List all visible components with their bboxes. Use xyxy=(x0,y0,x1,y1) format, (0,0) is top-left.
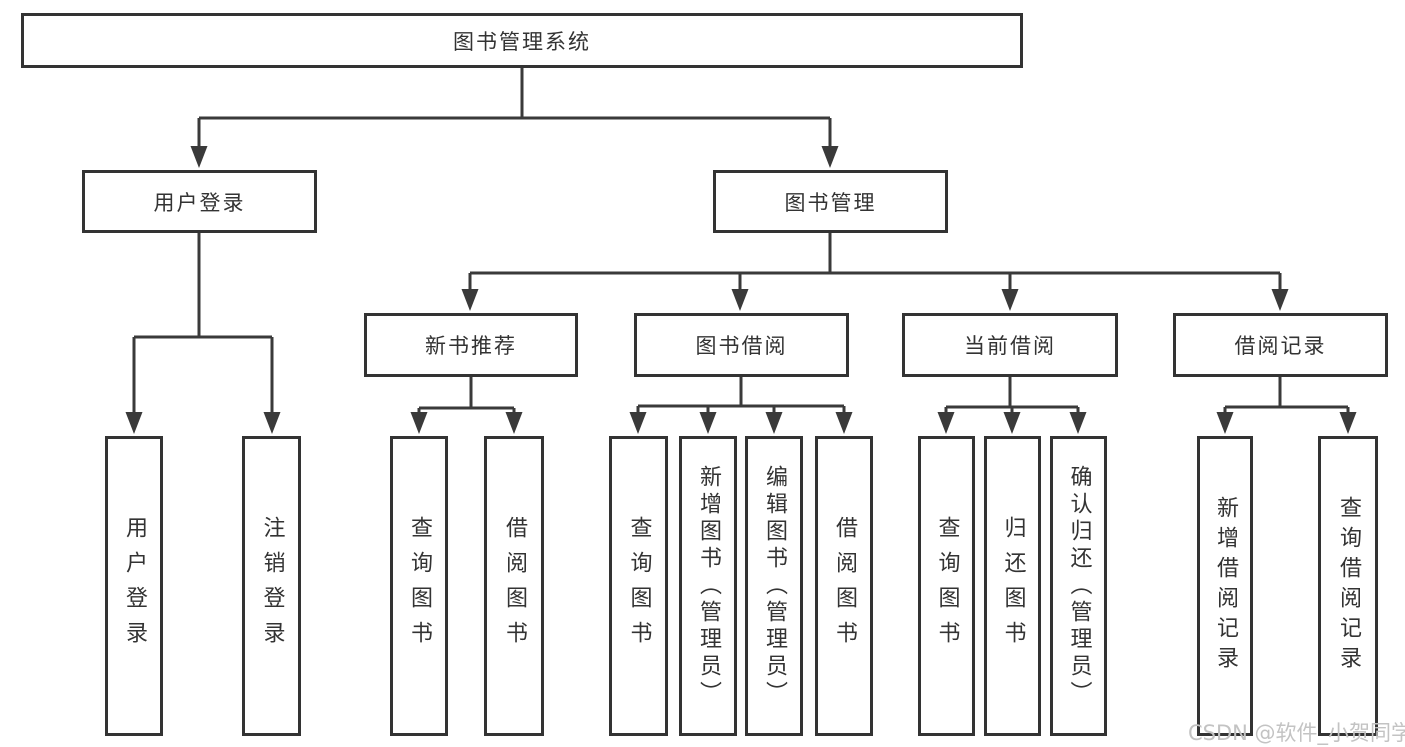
node-user-login: 用户登录 xyxy=(82,170,317,233)
node-root: 图书管理系统 xyxy=(21,13,1023,68)
watermark-text: CSDN @软件_小贺同学 xyxy=(1188,721,1405,745)
leaf-borrow-book: 借阅图书 xyxy=(815,436,873,736)
edges-borrow-records xyxy=(1216,377,1357,434)
leaf-confirm-return-admin: 确认归还（管理员） xyxy=(1050,436,1107,736)
edges-new-book-recommend xyxy=(410,377,523,434)
node-book-management: 图书管理 xyxy=(713,170,948,233)
edges-book-borrow xyxy=(629,377,853,434)
leaf-borrow-book-recommend: 借阅图书 xyxy=(484,436,544,736)
leaf-return-book: 归还图书 xyxy=(984,436,1041,736)
leaf-add-borrow-record: 新增借阅记录 xyxy=(1197,436,1253,736)
node-current-borrow: 当前借阅 xyxy=(902,313,1118,377)
edges-root xyxy=(190,68,839,168)
leaf-search-borrow-record: 查询借阅记录 xyxy=(1318,436,1378,736)
node-book-borrow: 图书借阅 xyxy=(634,313,849,377)
edges-current-borrow xyxy=(937,377,1087,434)
edges-book-management xyxy=(461,233,1289,311)
leaf-edit-book-admin: 编辑图书（管理员） xyxy=(745,436,803,736)
node-borrow-records: 借阅记录 xyxy=(1173,313,1388,377)
node-new-book-recommend: 新书推荐 xyxy=(364,313,578,377)
leaf-user-login: 用户登录 xyxy=(105,436,163,736)
leaf-search-book-recommend: 查询图书 xyxy=(390,436,448,736)
leaf-search-book-borrow: 查询图书 xyxy=(609,436,668,736)
edges-user-login xyxy=(125,233,281,434)
leaf-logout: 注销登录 xyxy=(242,436,301,736)
leaf-search-book-current: 查询图书 xyxy=(918,436,975,736)
leaf-add-book-admin: 新增图书（管理员） xyxy=(679,436,737,736)
